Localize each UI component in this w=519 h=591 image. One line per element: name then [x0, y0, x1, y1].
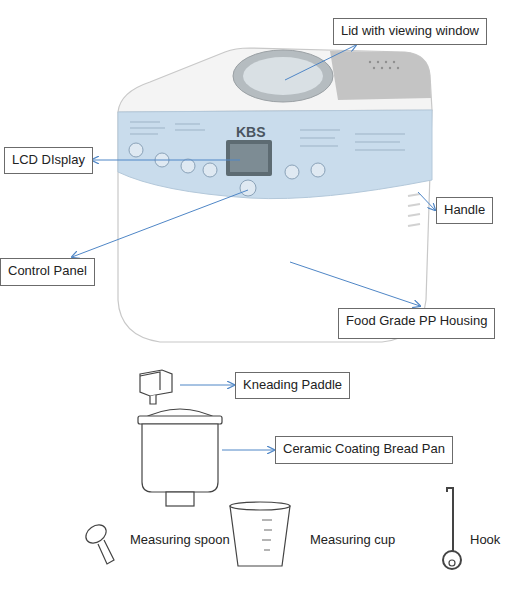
- bread-pan: [142, 424, 218, 492]
- callout-box: Control Panel: [0, 258, 95, 286]
- vent-hole: [393, 61, 395, 63]
- callout-box: LCD DIsplay: [4, 147, 93, 174]
- lcd-screen: [226, 140, 272, 176]
- callout-text: Lid with viewing window: [341, 23, 479, 39]
- panel-text-line: [300, 138, 335, 139]
- viewing-window-frame: [233, 50, 333, 102]
- hook-tip: [449, 560, 455, 566]
- leader-arrow: [290, 262, 420, 306]
- callout-box: Ceramic Coating Bread Pan: [275, 436, 453, 464]
- lcd-glass: [230, 144, 268, 172]
- panel-button: [285, 165, 299, 179]
- panel-text-line: [355, 134, 405, 135]
- panel-text-line: [130, 128, 165, 129]
- accessory-label: Measuring spoon: [130, 532, 230, 547]
- paddle-shaft: [150, 395, 156, 404]
- hook-ring: [443, 551, 461, 569]
- leader-arrow: [222, 450, 274, 451]
- panel-button: [203, 163, 217, 177]
- vent-slot: [408, 204, 420, 206]
- panel-button: [311, 163, 325, 177]
- cup-scale: [262, 520, 272, 550]
- panel-text-line: [300, 146, 338, 147]
- measuring-cup: [230, 506, 290, 566]
- vent-hole: [397, 67, 399, 69]
- panel-text-line: [130, 122, 160, 123]
- leader-arrow: [180, 385, 234, 386]
- pan-rim: [138, 416, 222, 424]
- accessories: [82, 370, 461, 569]
- panel-text-line: [355, 142, 400, 143]
- callout-text: LCD DIsplay: [12, 152, 85, 168]
- panel-button: [181, 159, 195, 173]
- callout-box: Food Grade PP Housing: [338, 308, 495, 339]
- panel-text-line: [175, 124, 200, 125]
- scale-mark: [262, 540, 271, 541]
- hook-shaft: [447, 488, 453, 552]
- accessory-label: Hook: [470, 532, 500, 547]
- steam-vents: [369, 61, 399, 69]
- cup-rim: [230, 502, 290, 510]
- vent-slot: [408, 224, 420, 226]
- panel-text-line: [355, 150, 405, 151]
- callout-box: Lid with viewing window: [333, 18, 487, 45]
- machine-lid: [118, 48, 432, 112]
- panel-text-line: [175, 130, 205, 131]
- bread-machine: [118, 48, 432, 342]
- callout-box: Kneading Paddle: [235, 372, 350, 399]
- callout-text: Control Panel: [8, 263, 87, 279]
- panel-print: [130, 122, 405, 150]
- leader-arrow: [72, 190, 248, 257]
- brand-logo: KBS: [236, 124, 266, 140]
- scale-mark: [264, 550, 270, 551]
- paddle-edge: [140, 372, 160, 390]
- scale-mark: [264, 530, 272, 531]
- vent-hole: [373, 67, 375, 69]
- vent-slot: [408, 194, 420, 196]
- leader-arrow: [418, 192, 435, 210]
- panel-text-line: [130, 134, 158, 135]
- control-panel-band: [118, 110, 432, 199]
- lid-grey-strip: [330, 51, 431, 100]
- callout-text: Ceramic Coating Bread Pan: [283, 441, 445, 457]
- pan-base: [166, 492, 194, 506]
- panel-buttons: [129, 143, 325, 196]
- vent-hole: [381, 67, 383, 69]
- panel-text-line: [300, 130, 340, 131]
- leader-lines: [72, 45, 435, 450]
- vent-hole: [377, 61, 379, 63]
- callout-text: Food Grade PP Housing: [346, 313, 487, 329]
- measuring-spoon-handle: [98, 540, 114, 564]
- start-button: [240, 180, 256, 196]
- side-vents: [408, 194, 420, 226]
- kneading-paddle: [140, 370, 172, 396]
- panel-button: [129, 143, 143, 157]
- accessory-label: Measuring cup: [310, 532, 395, 547]
- viewing-window: [243, 57, 323, 95]
- vent-hole: [385, 61, 387, 63]
- callout-box: Handle: [436, 197, 493, 224]
- scale-mark: [262, 520, 272, 521]
- vent-slot: [408, 214, 420, 216]
- callout-text: Handle: [444, 202, 485, 218]
- callout-text: Kneading Paddle: [243, 377, 342, 393]
- vent-hole: [369, 61, 371, 63]
- leader-arrow: [285, 45, 356, 80]
- vent-hole: [389, 67, 391, 69]
- leader-arrow: [92, 160, 240, 161]
